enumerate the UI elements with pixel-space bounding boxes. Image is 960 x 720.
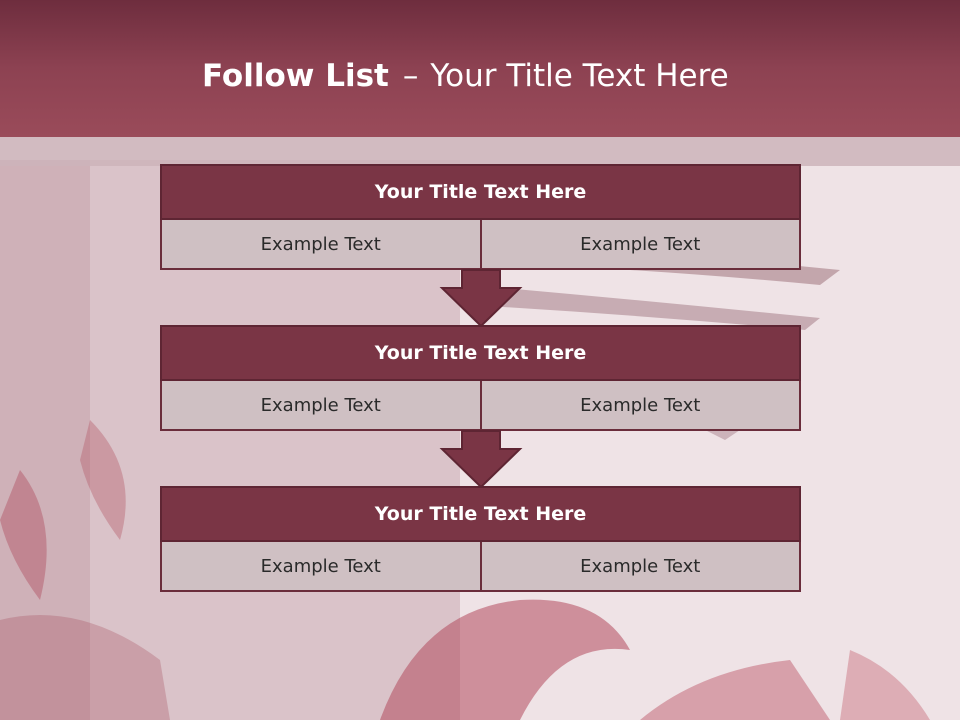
step-row: Example Text Example Text [160,220,801,270]
title-subband [0,137,960,166]
title-separator: – [402,58,419,94]
title-bold-part: Follow List [202,58,389,94]
step-left-text: Example Text [160,381,482,431]
step-right-text: Example Text [481,542,801,592]
slide-title: Follow List – Your Title Text Here [202,52,729,100]
title-band [0,0,960,137]
step-title: Your Title Text Here [160,164,801,220]
step-row: Example Text Example Text [160,381,801,431]
step-title: Your Title Text Here [160,486,801,542]
step-left-text: Example Text [160,542,482,592]
step-right-text: Example Text [481,381,801,431]
step-3: Your Title Text Here Example Text Exampl… [160,486,801,592]
step-right-text: Example Text [481,220,801,270]
step-left-text: Example Text [160,220,482,270]
down-arrow-icon [439,430,523,489]
step-2: Your Title Text Here Example Text Exampl… [160,325,801,431]
step-row: Example Text Example Text [160,542,801,592]
step-1: Your Title Text Here Example Text Exampl… [160,164,801,270]
title-rest-part: Your Title Text Here [430,58,729,94]
down-arrow-icon [439,269,523,328]
step-title: Your Title Text Here [160,325,801,381]
